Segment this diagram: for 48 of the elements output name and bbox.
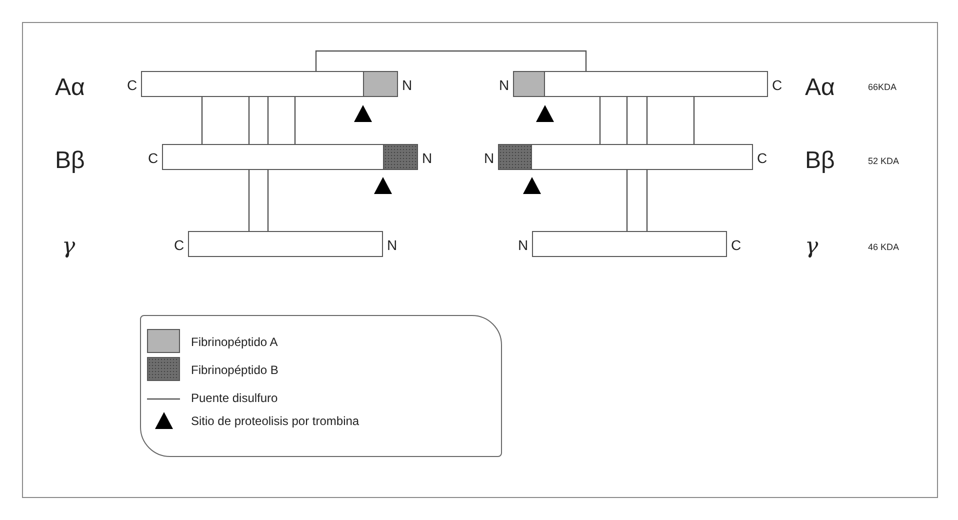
chain-name-label: Aα	[805, 74, 835, 102]
chain-name-label: Aα	[55, 74, 85, 102]
disulfide-bridge-line	[599, 97, 601, 144]
molecular-mass-label: 66KDA	[868, 82, 897, 92]
disulfide-bridge-line	[693, 97, 695, 144]
legend-label: Puente disulfuro	[191, 391, 278, 405]
disulfide-bridge-line	[646, 170, 648, 231]
terminus-label: C	[174, 237, 184, 253]
disulfide-bridge-line	[201, 97, 203, 144]
terminus-label: N	[499, 77, 510, 93]
molecular-mass-label: 46 KDA	[868, 242, 900, 252]
disulfide-bridge-line	[626, 97, 628, 144]
terminus-label: C	[757, 150, 768, 166]
peptide-segment	[513, 71, 545, 97]
chain-bar	[162, 144, 418, 170]
disulfide-bridge-line	[248, 97, 250, 144]
chain-bar	[513, 71, 768, 97]
stippled-segment	[383, 144, 418, 170]
disulfide-bridge-line	[267, 170, 269, 231]
disulfide-bridge-line	[646, 97, 648, 144]
chain-bar	[498, 144, 753, 170]
chain-name-label: Bβ	[55, 147, 85, 175]
chain-name-label: γ	[62, 234, 76, 259]
disulfide-bridge-line	[294, 97, 296, 144]
terminus-label: N	[484, 150, 494, 166]
terminus-label: C	[772, 77, 782, 93]
stippled-segment	[498, 144, 532, 170]
chain-bar	[188, 231, 383, 257]
terminus-label: C	[148, 150, 158, 166]
disulfide-bridge-line	[315, 50, 587, 71]
chain-bar	[141, 71, 398, 97]
terminus-label: N	[518, 237, 528, 253]
terminus-label: N	[422, 150, 432, 166]
disulfide-bridge-line	[248, 170, 250, 231]
terminus-label: N	[387, 237, 398, 253]
legend-label: Sitio de proteolisis por trombina	[191, 414, 360, 428]
legend-label: Fibrinopéptido B	[191, 363, 278, 377]
terminus-label: C	[127, 77, 138, 93]
legend-label: Fibrinopéptido A	[191, 335, 278, 349]
chain-name-label: Bβ	[805, 147, 835, 175]
molecular-mass-label: 52 KDA	[868, 156, 900, 166]
peptide-segment	[363, 71, 398, 97]
terminus-label: C	[731, 237, 742, 253]
disulfide-bridge-line	[267, 97, 269, 144]
chain-bar	[532, 231, 727, 257]
chain-name-label: γ	[805, 234, 818, 259]
terminus-label: N	[402, 77, 412, 93]
disulfide-bridge-line	[626, 170, 628, 231]
